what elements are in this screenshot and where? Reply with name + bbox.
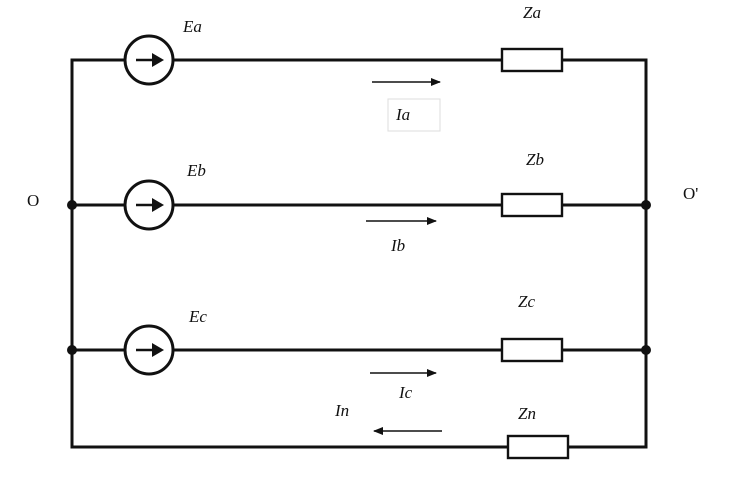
source-a-label: Ea — [182, 17, 202, 36]
source-c-symbol — [123, 324, 175, 376]
junction-left-b — [67, 200, 77, 210]
current-c-label: Ic — [398, 383, 413, 402]
junction-right-c — [641, 345, 651, 355]
impedance-a-symbol — [500, 47, 564, 73]
impedance-a-label: Za — [523, 3, 541, 22]
source-b-symbol — [123, 179, 175, 231]
source-a-symbol — [123, 34, 175, 86]
impedance-c-symbol — [500, 337, 564, 363]
current-a-label: Ia — [395, 105, 410, 124]
impedance-c-label: Zc — [518, 292, 535, 311]
junction-left-c — [67, 345, 77, 355]
junction-right-b — [641, 200, 651, 210]
current-a-label-box — [387, 98, 441, 132]
node-right-label: O' — [683, 184, 698, 203]
current-n-label: In — [334, 401, 349, 420]
source-b-label: Eb — [186, 161, 206, 180]
impedance-b-symbol — [500, 192, 564, 218]
impedance-n-symbol — [506, 434, 570, 460]
node-left-label: O — [27, 191, 39, 210]
current-b-label: Ib — [390, 236, 405, 255]
impedance-b-label: Zb — [526, 150, 544, 169]
impedance-n-label: Zn — [518, 404, 536, 423]
source-c-label: Ec — [188, 307, 207, 326]
